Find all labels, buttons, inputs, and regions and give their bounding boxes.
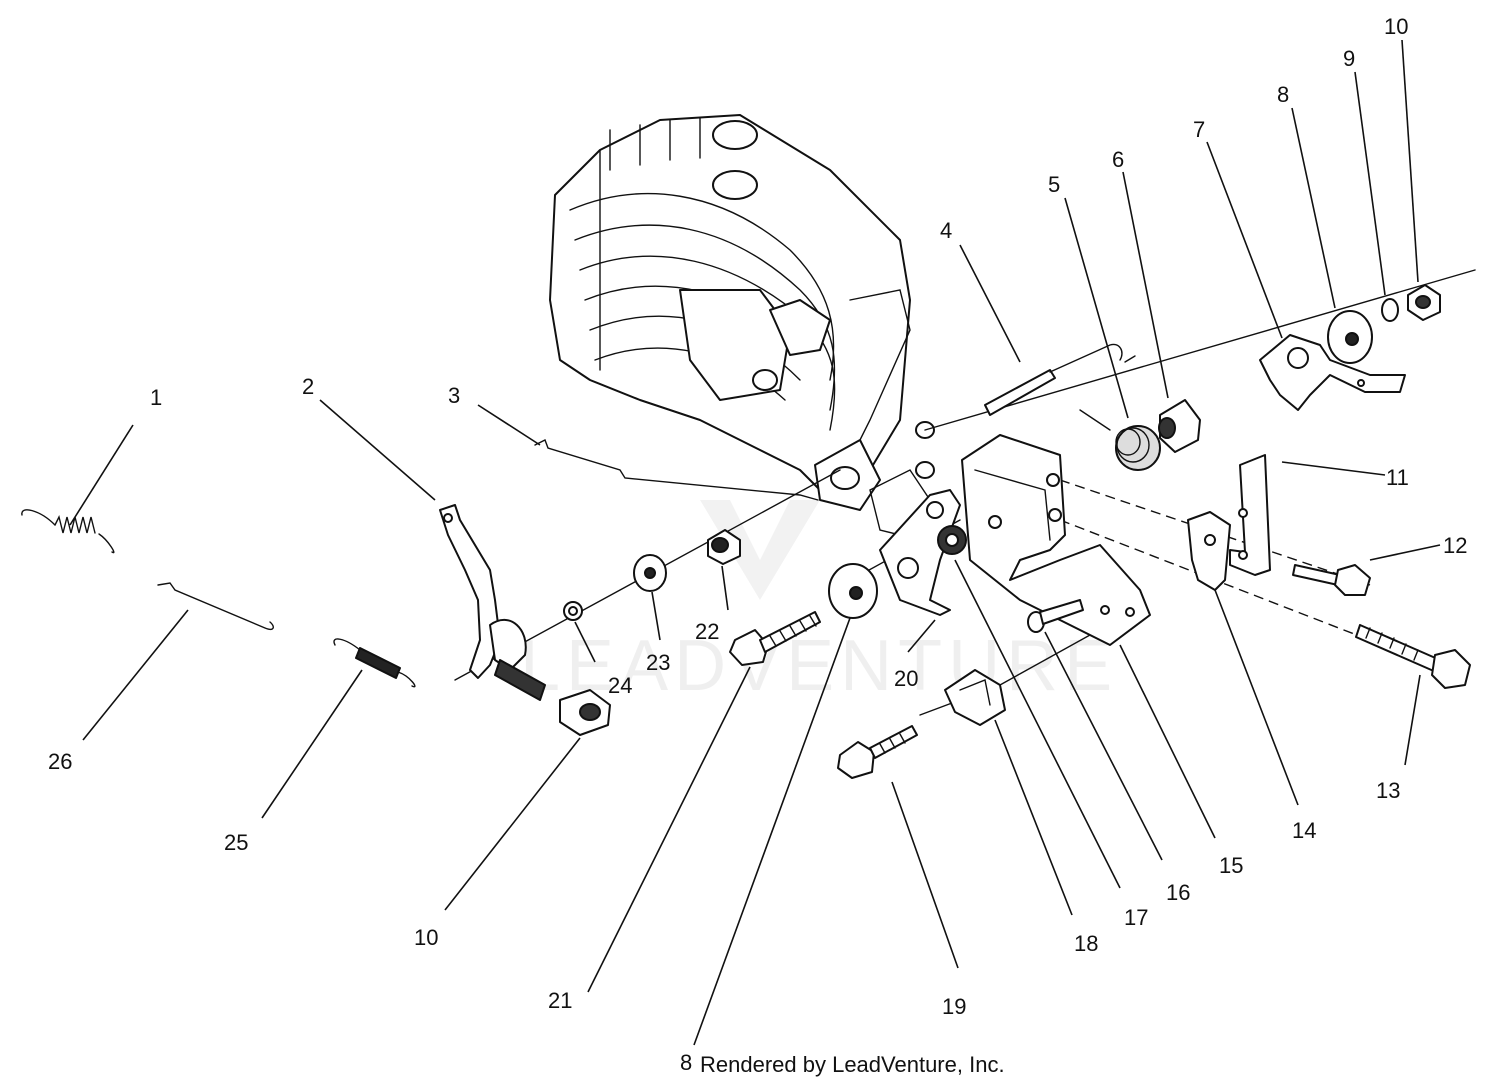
nut-part-10-upper	[1407, 284, 1441, 321]
callout-16: 16	[1166, 880, 1190, 905]
callout-3: 3	[448, 383, 460, 408]
callout-4: 4	[940, 218, 952, 243]
bolt-part-13	[1355, 624, 1471, 689]
spring-part-25	[333, 638, 416, 688]
washer-part-8-upper	[1327, 310, 1373, 364]
callout-19: 19	[942, 994, 966, 1019]
callout-11: 11	[1386, 465, 1409, 490]
callout-10-lower: 10	[414, 925, 438, 950]
bolt-part-19	[837, 725, 918, 779]
callout-7: 7	[1193, 117, 1205, 142]
callout-6: 6	[1112, 147, 1124, 172]
callout-20: 20	[894, 666, 918, 691]
governor-lever-part-2	[439, 504, 546, 701]
plate-part-11	[1229, 454, 1271, 576]
bushing-part-6	[1158, 399, 1201, 453]
callout-21: 21	[548, 988, 572, 1013]
callout-10-upper: 10	[1384, 14, 1408, 39]
callout-14: 14	[1292, 818, 1316, 843]
callout-12: 12	[1443, 533, 1467, 558]
callout-2: 2	[302, 374, 314, 399]
callout-1: 1	[150, 385, 162, 410]
engine-block	[549, 114, 935, 541]
callout-22: 22	[695, 619, 719, 644]
callout-8: 8	[1277, 82, 1289, 107]
link-rod-part-3	[534, 439, 819, 501]
callout-24: 24	[608, 673, 632, 698]
bracket-part-20	[879, 489, 961, 616]
screw-part-12	[1292, 564, 1371, 596]
ring-part-9	[1381, 298, 1399, 322]
callout-18: 18	[1074, 931, 1098, 956]
bolt-part-21	[729, 611, 821, 666]
callout-23: 23	[646, 650, 670, 675]
washer-part-8-lower	[828, 563, 878, 619]
callout-labels: 1 2 3 4 5 6 7 8 9 10 11 12 13 14 15 16 1…	[48, 14, 1467, 1075]
leader-lines	[69, 39, 1441, 1046]
link-rod-part-26	[157, 582, 274, 631]
washer-part-23	[633, 554, 667, 592]
nut-part-10-lower	[559, 689, 611, 736]
lever-part-7	[1259, 334, 1406, 411]
callout-25: 25	[224, 830, 248, 855]
spring-part-1	[21, 509, 115, 554]
link-part-4	[984, 343, 1136, 416]
rendered-by-credit: Rendered by LeadVenture, Inc.	[700, 1052, 1005, 1077]
callout-13: 13	[1376, 778, 1400, 803]
callout-5: 5	[1048, 172, 1060, 197]
spring-part-5	[1079, 409, 1161, 471]
bracket-part-14	[1187, 511, 1231, 591]
clamp-part-18	[944, 669, 1006, 726]
watermark: LEADVENTURE	[520, 500, 1118, 706]
callout-17: 17	[1124, 905, 1148, 930]
callout-26: 26	[48, 749, 72, 774]
watermark-text: LEADVENTURE	[520, 626, 1118, 706]
callout-8-lower: 8	[680, 1050, 692, 1075]
bushing-part-17	[937, 525, 967, 555]
callout-9: 9	[1343, 46, 1355, 71]
control-bracket	[961, 434, 1151, 646]
callout-15: 15	[1219, 853, 1243, 878]
bushing-part-22	[707, 529, 741, 565]
screw-part-16	[1027, 599, 1084, 633]
washer-part-24	[563, 601, 583, 621]
